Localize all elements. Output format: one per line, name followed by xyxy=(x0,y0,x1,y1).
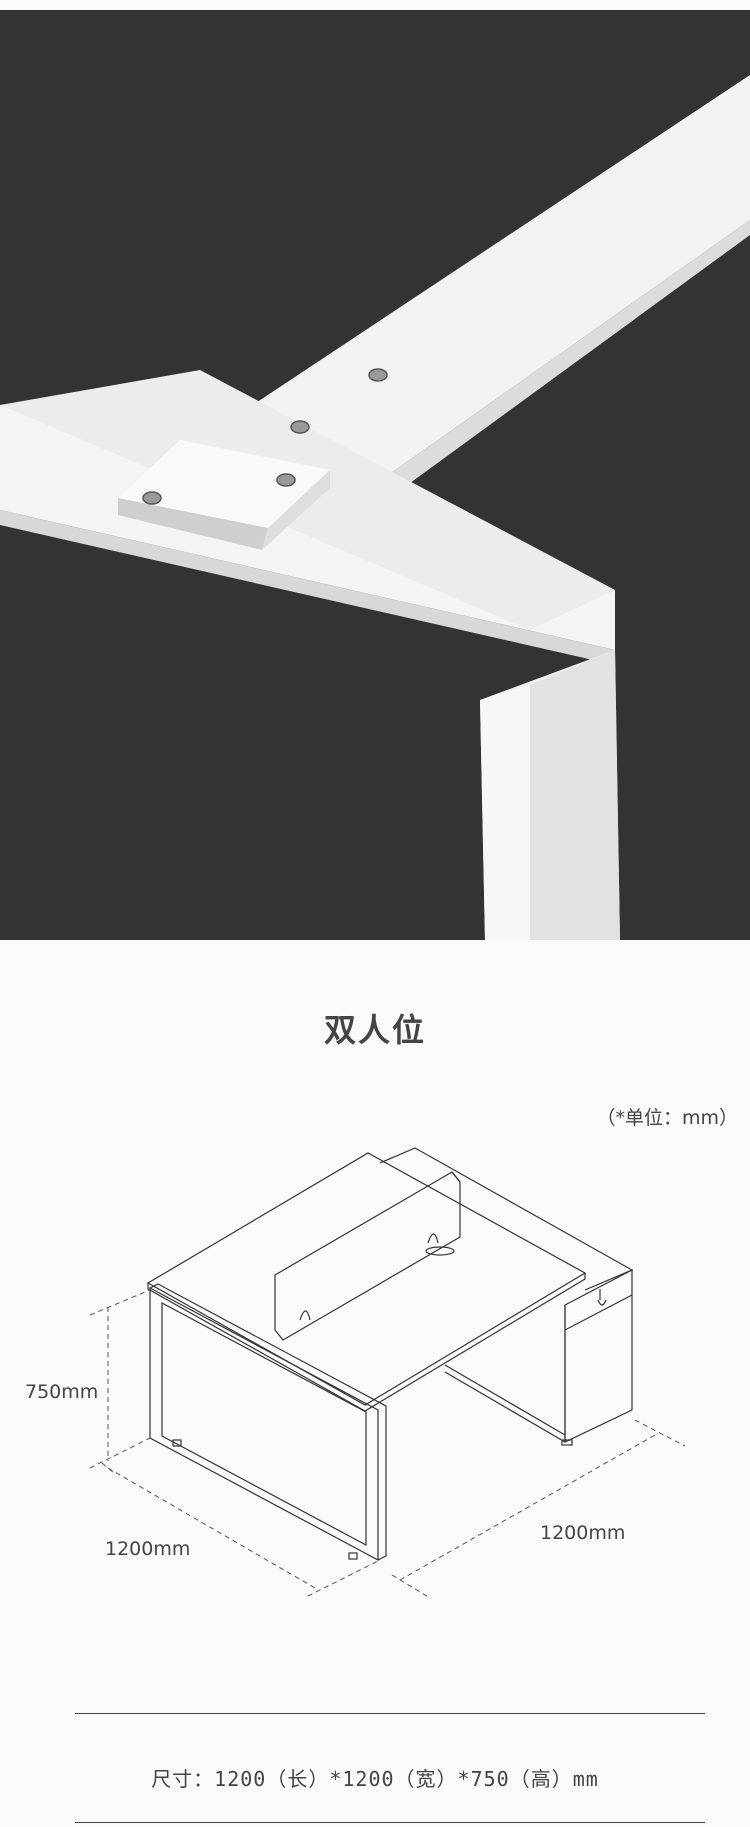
size-spec: 尺寸：1200（长）*1200（宽）*750（高）mm xyxy=(151,1767,599,1791)
divider-top xyxy=(75,1713,705,1714)
section-title: 双人位 xyxy=(323,1011,426,1049)
width-dimension-label: 1200mm xyxy=(105,1538,191,1560)
height-dimension-label: 750mm xyxy=(25,1381,99,1403)
frame-closeup-photo xyxy=(0,10,750,940)
unit-note: （*单位：mm） xyxy=(596,1107,738,1129)
divider-bottom xyxy=(75,1822,705,1823)
desk-line-drawing xyxy=(89,1147,686,1599)
depth-dimension-label: 1200mm xyxy=(540,1522,626,1544)
